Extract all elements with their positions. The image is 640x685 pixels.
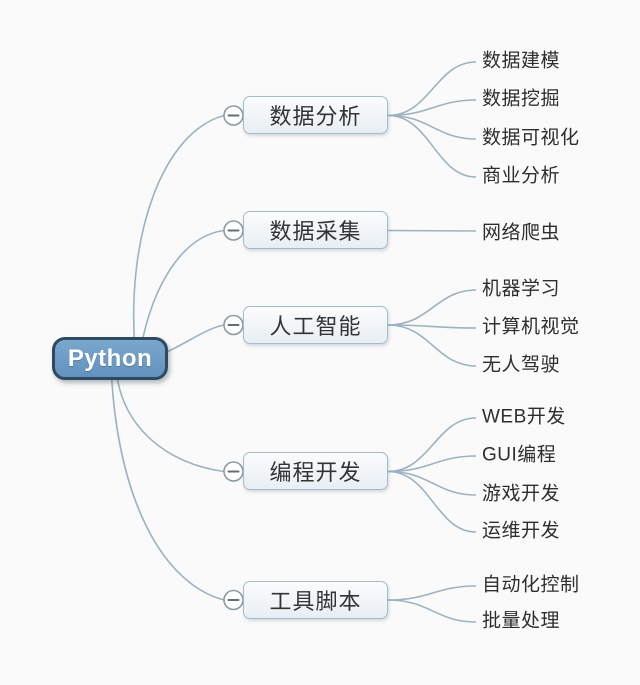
leaf-node[interactable]: 网络爬虫 (482, 222, 561, 244)
branch-node-tool-scripts[interactable]: 工具脚本 (243, 581, 388, 619)
leaf-curve (387, 99, 477, 117)
collapse-toggle-ai[interactable] (223, 314, 244, 336)
leaf-node[interactable]: 运维开发 (482, 520, 561, 542)
leaf-node[interactable]: 计算机视觉 (482, 316, 580, 338)
leaf-curve (387, 114, 477, 140)
leaf-node[interactable]: 无人驾驶 (482, 354, 561, 376)
collapse-toggle-data-analysis[interactable] (223, 105, 244, 126)
leaf-curve (387, 324, 477, 367)
branch-curve-data-analysis (132, 114, 225, 351)
leaf-curve (387, 324, 477, 329)
leaf-curve (387, 455, 477, 473)
leaf-curve (387, 470, 477, 533)
leaf-curve (387, 599, 477, 623)
branch-node-ai[interactable]: 人工智能 (243, 306, 388, 344)
leaf-node[interactable]: GUI编程 (482, 444, 557, 466)
collapse-toggle-tool-scripts[interactable] (223, 589, 244, 611)
branch-node-data-collection[interactable]: 数据采集 (243, 211, 388, 249)
collapse-toggle-programming[interactable] (223, 461, 244, 482)
branch-curve-tool-scripts (110, 365, 225, 601)
leaf-curve (387, 114, 477, 178)
branch-node-data-analysis[interactable]: 数据分析 (243, 96, 388, 134)
branch-node-programming[interactable]: 编程开发 (243, 452, 388, 490)
leaf-node[interactable]: 商业分析 (482, 165, 561, 187)
branch-curve-data-collection (139, 229, 225, 355)
leaf-node[interactable]: 自动化控制 (482, 574, 580, 596)
leaf-curve (387, 417, 477, 473)
leaf-node[interactable]: 数据挖掘 (482, 88, 561, 110)
leaf-curve (387, 229, 477, 232)
leaf-curve (387, 289, 477, 326)
collapse-toggle-data-collection[interactable] (223, 220, 244, 241)
leaf-node[interactable]: WEB开发 (482, 406, 566, 428)
branch-curve-programming (115, 367, 225, 473)
leaf-node[interactable]: 数据建模 (482, 50, 561, 72)
leaf-node[interactable]: 机器学习 (482, 278, 561, 300)
leaf-node[interactable]: 游戏开发 (482, 483, 561, 505)
leaf-node[interactable]: 批量处理 (482, 610, 561, 632)
leaf-node[interactable]: 数据可视化 (482, 127, 580, 149)
leaf-curve (387, 470, 477, 496)
leaf-curve (387, 585, 477, 601)
root-node-python[interactable]: Python (52, 337, 168, 380)
leaf-curve (387, 61, 477, 117)
